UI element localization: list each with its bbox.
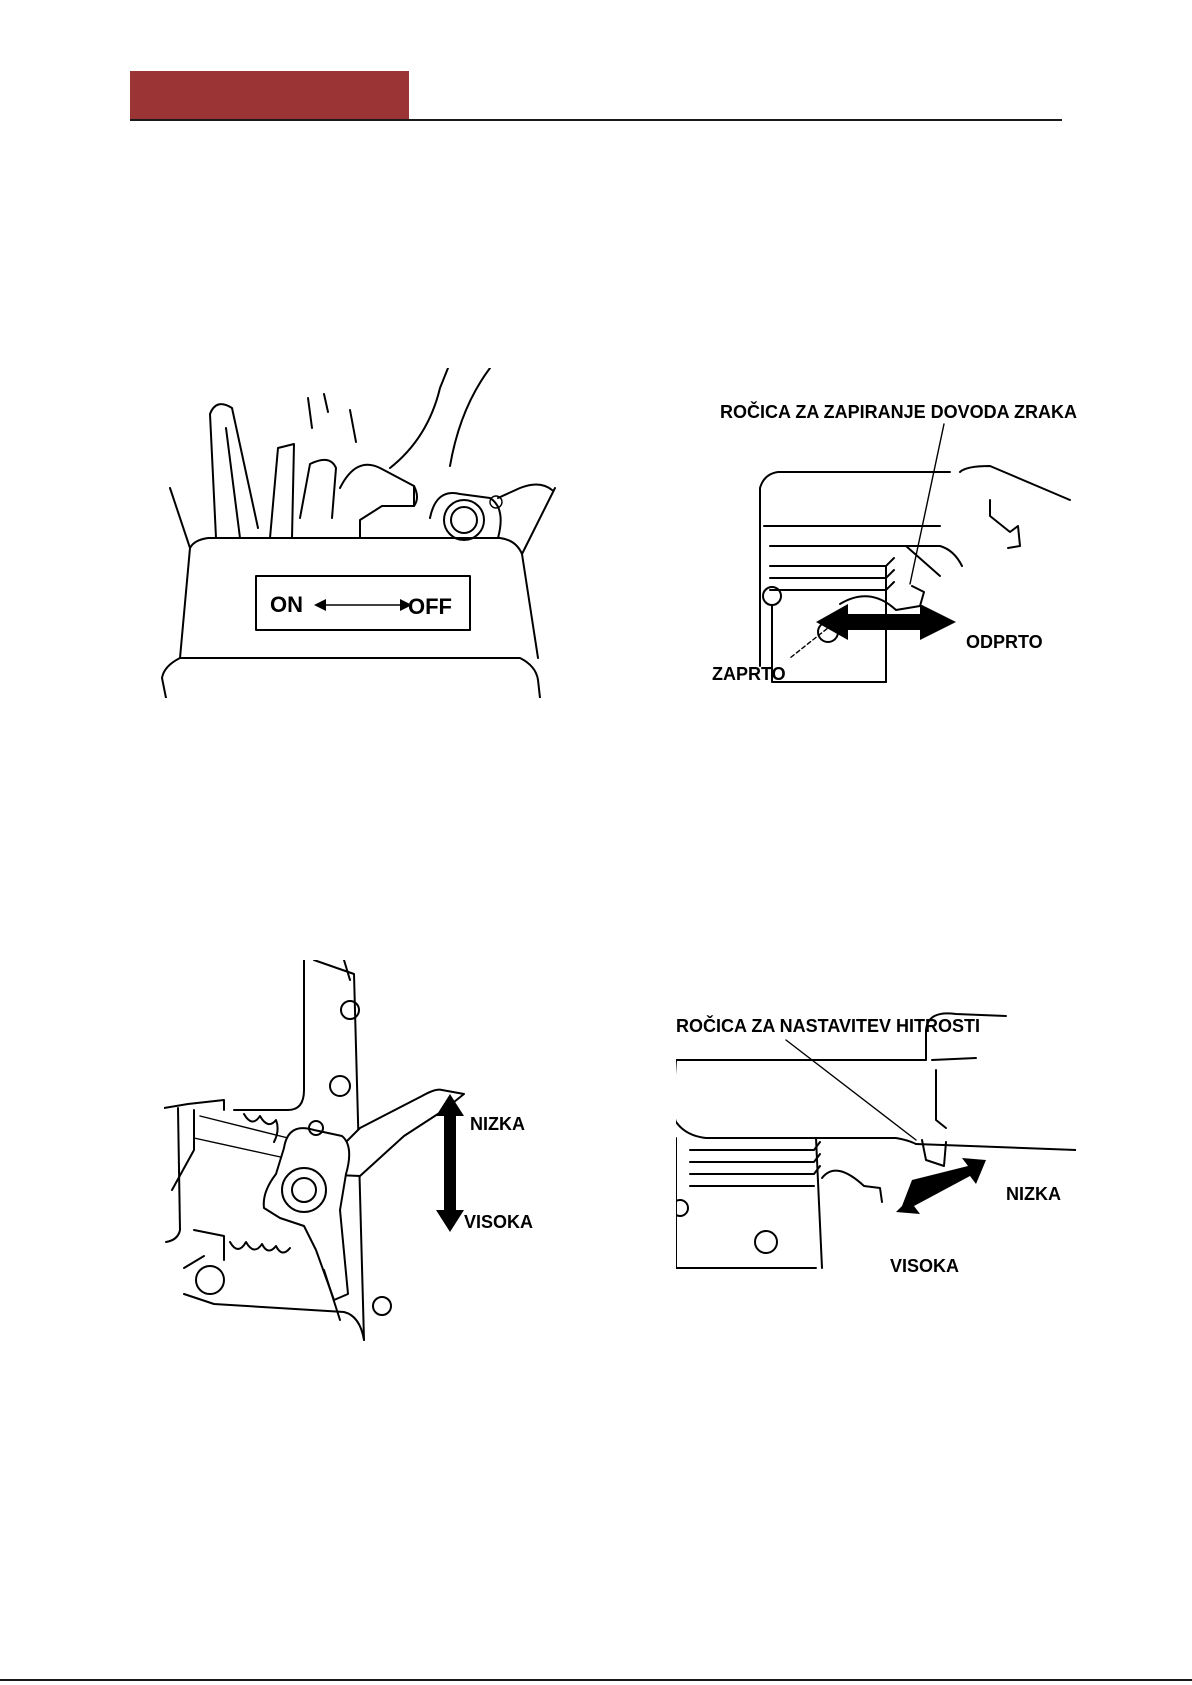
choke-closed-label: ZAPRTO (712, 664, 786, 684)
switch-off-label: OFF (408, 594, 452, 619)
throttle-side-arrow (436, 1094, 464, 1232)
choke-lever-callout: ROČICA ZA ZAPIRANJE DOVODA ZRAKA (720, 401, 1077, 422)
throttle-side-low-label: NIZKA (470, 1114, 525, 1134)
switch-on-label: ON (270, 592, 303, 617)
throttle-callout-leader (786, 1040, 916, 1140)
engine-switch-illustration: ON OFF (160, 368, 560, 698)
header-accent-bar (130, 71, 409, 120)
throttle-top-figure: ROČICA ZA NASTAVITEV HITROSTI NIZKA VISO… (676, 1010, 1076, 1282)
header-rule (130, 119, 1062, 121)
throttle-side-high-label: VISOKA (464, 1212, 533, 1232)
throttle-top-high-label: VISOKA (890, 1256, 959, 1276)
throttle-side-illustration: NIZKA VISOKA (164, 960, 544, 1360)
choke-lever-figure: ROČICA ZA ZAPIRANJE DOVODA ZRAKA ZAPRTO … (690, 396, 1080, 688)
throttle-top-illustration: ROČICA ZA NASTAVITEV HITROSTI NIZKA VISO… (676, 1010, 1076, 1282)
engine-switch-figure: ON OFF (160, 368, 560, 698)
throttle-top-low-label: NIZKA (1006, 1184, 1061, 1204)
footer-rule (0, 1679, 1192, 1681)
choke-open-label: ODPRTO (966, 632, 1043, 652)
throttle-side-figure: NIZKA VISOKA (164, 960, 544, 1360)
choke-callout-leader (910, 424, 944, 584)
throttle-top-callout: ROČICA ZA NASTAVITEV HITROSTI (676, 1015, 980, 1036)
choke-lever-illustration: ROČICA ZA ZAPIRANJE DOVODA ZRAKA ZAPRTO … (690, 396, 1080, 688)
